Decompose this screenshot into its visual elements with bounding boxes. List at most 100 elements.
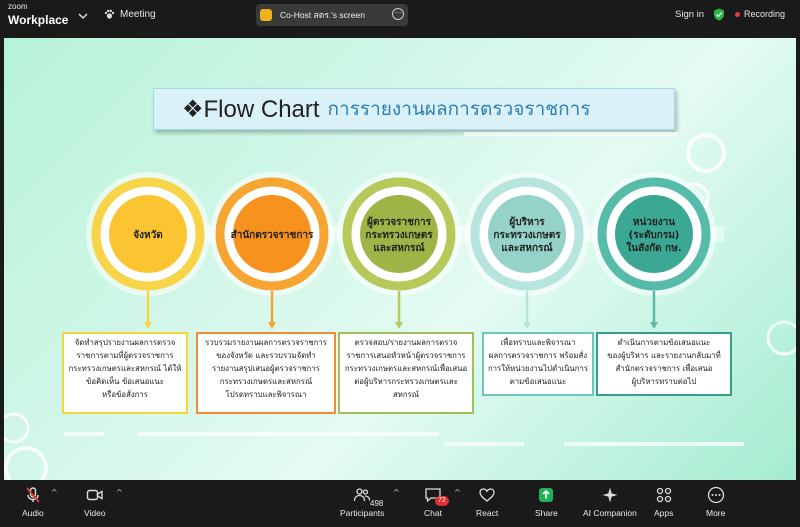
node-label: สำนักตรวจราชการ	[231, 229, 314, 241]
description-line: ผลการตรวจราชการ พร้อมสั่ง	[488, 351, 588, 360]
slide-title: ❖Flow Chart การรายงานผลการตรวจราชการ	[153, 88, 675, 130]
ai-companion-button[interactable]: AI Companion	[583, 486, 637, 518]
participants-button[interactable]: Participants	[340, 486, 384, 518]
decoration-line	[444, 442, 524, 446]
more-dots-icon	[707, 486, 724, 504]
apps-icon	[656, 487, 671, 503]
shield-check-icon[interactable]	[713, 8, 725, 21]
description-line: ตามข้อเสนอแนะ	[509, 377, 567, 386]
node-inner	[615, 195, 693, 273]
node-label: กระทรวงเกษตร	[365, 230, 433, 241]
chat-bubble-icon	[425, 488, 441, 503]
flow-node-1: จังหวัด	[86, 172, 210, 329]
title-thai: การรายงานผลการตรวจราชการ	[327, 98, 591, 120]
bottom-toolbar: Audio ^ Video ^ Participants ^ Chat ^ Re…	[0, 482, 800, 527]
description-line: การให้หน่วยงานไปดำเนินการ	[487, 364, 589, 373]
recording-label: Recording	[744, 9, 786, 19]
description-line: หรือข้อสั่งการ	[102, 390, 148, 399]
description-line: ต่อผู้บริหารกระทรวงเกษตรและ	[354, 377, 458, 386]
description-box-4: เพื่อทราบและพิจารณาผลการตรวจราชการ พร้อม…	[482, 332, 594, 396]
description-line: ราชการตามที่ผู้ตรวจราชการ	[76, 351, 174, 360]
decoration-circle	[4, 446, 48, 480]
share-button[interactable]: Share	[535, 486, 558, 518]
sign-in-link[interactable]: Sign in	[675, 9, 705, 20]
node-label: จังหวัด	[133, 229, 162, 241]
ai-companion-label: AI Companion	[583, 508, 637, 518]
decoration-line	[139, 432, 439, 436]
flow-node-2: สำนักตรวจราชการ	[210, 172, 334, 329]
description-line: เพื่อทราบและพิจารณา	[500, 338, 576, 347]
chat-caret-icon[interactable]: ^	[454, 488, 461, 497]
decoration-circle	[4, 412, 30, 444]
description-line: จัดทำสรุปรายงานผลการตรวจ	[74, 338, 176, 347]
decoration-line	[464, 132, 678, 136]
video-caret-icon[interactable]: ^	[116, 488, 123, 497]
flow-node-5: หน่วยงาน(ระดับกรม)ในสังกัด กษ.	[592, 172, 716, 329]
heart-icon	[479, 488, 495, 502]
meeting-info-button[interactable]: Meeting	[104, 9, 156, 20]
arrow-head	[650, 322, 658, 329]
microphone-muted-icon	[26, 487, 40, 503]
decoration-circle	[686, 133, 726, 173]
node-label: ผู้ตรวจราชการ	[367, 216, 432, 229]
description-line: ของผู้บริหาร และรายงานกลับมาที่	[607, 351, 721, 360]
description-line: กระทรวงเกษตรและสหกรณ์	[219, 377, 313, 386]
brand-big-text: Workplace	[8, 13, 69, 27]
screen-share-indicator[interactable]: Co-Host สตร.'s screen ···	[256, 4, 408, 26]
chat-button[interactable]: Chat	[424, 486, 442, 518]
participants-label: Participants	[340, 508, 385, 518]
description-box-2: รวบรวมรายงานผลการตรวจราชการของจังหวัด แล…	[196, 332, 336, 414]
shared-slide: ❖Flow Chart การรายงานผลการตรวจราชการ จัง…	[4, 38, 796, 480]
description-line: ตรวจสอบ/รายงานผลการตรวจ	[354, 338, 458, 347]
node-label: หน่วยงาน	[633, 216, 675, 228]
recording-indicator[interactable]: Recording	[735, 9, 785, 19]
audio-caret-icon[interactable]: ^	[51, 488, 58, 497]
more-options-icon[interactable]: ···	[392, 8, 404, 20]
participants-icon	[354, 488, 371, 502]
arrow-head	[523, 322, 531, 329]
share-text: Co-Host สตร.'s screen	[280, 10, 365, 20]
share-screen-icon	[539, 488, 554, 502]
description-line: สำนักตรวจราชการ เพื่อเสนอ	[615, 364, 713, 373]
more-button[interactable]: More	[706, 486, 725, 518]
participants-caret-icon[interactable]: ^	[393, 488, 400, 497]
more-label: More	[706, 508, 726, 518]
audio-button[interactable]: Audio	[22, 486, 44, 518]
description-line: รวบรวมรายงานผลการตรวจราชการ	[205, 338, 327, 347]
react-button[interactable]: React	[476, 486, 498, 518]
flow-diagram: จังหวัดสำนักตรวจราชการผู้ตรวจราชการกระทร…	[4, 133, 796, 480]
arrow-head	[144, 322, 152, 329]
description-box-5: ดำเนินการตามข้อเสนอแนะของผู้บริหาร และรา…	[596, 332, 732, 396]
node-label: และสหกรณ์	[501, 242, 553, 254]
description-line: ของจังหวัด และรวบรวมจัดทำ	[216, 351, 316, 360]
description-line: โปรดทราบและพิจารณา	[225, 390, 307, 399]
description-line: กระทรวงเกษตรและสหกรณ์เพื่อเสนอ	[344, 364, 468, 373]
title-english: ❖Flow Chart	[182, 95, 320, 123]
description-line: ผู้บริหารทราบต่อไป	[631, 377, 697, 386]
decoration-line	[564, 442, 744, 446]
chat-unread-badge: 72	[435, 496, 449, 506]
arrow-head	[268, 322, 276, 329]
share-label: Share	[535, 508, 558, 518]
react-label: React	[476, 508, 499, 518]
zoom-workplace-logo: zoom Workplace	[8, 3, 68, 27]
node-label: (ระดับกรม)	[629, 229, 680, 241]
decoration-line	[64, 432, 104, 436]
arrow-head	[395, 322, 403, 329]
node-label: และสหกรณ์	[373, 242, 425, 254]
apps-button[interactable]: Apps	[654, 486, 673, 518]
node-inner	[109, 195, 187, 273]
video-button[interactable]: Video	[84, 486, 106, 518]
chevron-down-icon[interactable]	[76, 9, 90, 23]
meeting-label: Meeting	[120, 9, 156, 20]
chat-label: Chat	[424, 508, 442, 518]
top-bar: zoom Workplace Meeting Co-Host สตร.'s sc…	[0, 0, 800, 36]
paw-icon	[104, 9, 115, 19]
description-line: สหกรณ์	[392, 390, 420, 399]
video-label: Video	[84, 508, 106, 518]
brand-small-text: zoom	[8, 2, 28, 11]
description-line: รายงานสรุปเสนอผู้ตรวจราชการ	[212, 364, 320, 373]
description-line: ดำเนินการตามข้อเสนอแนะ	[617, 338, 711, 347]
